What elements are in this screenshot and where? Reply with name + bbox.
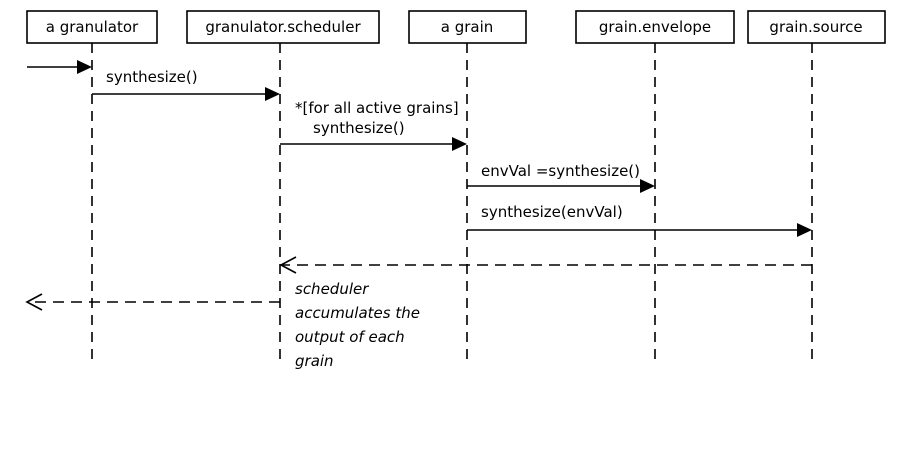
- solid-arrowhead-icon: [77, 60, 92, 74]
- lifeline-envelope-label: grain.envelope: [599, 18, 711, 36]
- message-envelope-synthesize: envVal =synthesize(): [467, 162, 655, 193]
- lifeline-granulator-label: a granulator: [46, 18, 139, 36]
- lifeline-granulator: a granulator: [26, 10, 158, 362]
- solid-arrowhead-icon: [452, 137, 467, 151]
- note-line-1: scheduler: [295, 280, 369, 298]
- open-arrowhead-icon: [25, 293, 43, 311]
- return-to-caller: [25, 293, 280, 311]
- return-to-scheduler: [279, 256, 812, 274]
- message-source-synthesize-label: synthesize(envVal): [481, 203, 623, 221]
- note-line-3: output of each: [295, 328, 405, 346]
- lifeline-granulator-box: [26, 10, 158, 44]
- lifeline-source: grain.source: [747, 10, 886, 362]
- lifeline-grain: a grain: [408, 10, 527, 362]
- lifeline-scheduler-label: granulator.scheduler: [205, 18, 361, 36]
- lifeline-grain-label: a grain: [441, 18, 494, 36]
- message-synthesize-to-scheduler: synthesize(): [92, 68, 280, 101]
- lifeline-scheduler-box: [186, 10, 380, 44]
- lifeline-grain-box: [408, 10, 527, 44]
- message-envelope-synthesize-label: envVal =synthesize(): [481, 162, 640, 180]
- message-entry: [27, 60, 92, 74]
- solid-arrowhead-icon: [797, 223, 812, 237]
- note-line-4: grain: [295, 352, 334, 370]
- message-source-synthesize: synthesize(envVal): [467, 203, 812, 237]
- message-guard-label: *[for all active grains]: [295, 99, 459, 117]
- scheduler-note: scheduler accumulates the output of each…: [295, 280, 420, 370]
- solid-arrowhead-icon: [640, 179, 655, 193]
- solid-arrowhead-icon: [265, 87, 280, 101]
- lifeline-envelope: grain.envelope: [575, 10, 735, 362]
- lifeline-scheduler: granulator.scheduler: [186, 10, 380, 362]
- message-synthesize-to-scheduler-label: synthesize(): [106, 68, 198, 86]
- note-line-2: accumulates the: [295, 304, 420, 322]
- message-synthesize-to-grain-label: synthesize(): [313, 119, 405, 137]
- lifeline-envelope-box: [575, 10, 735, 44]
- message-synthesize-to-grain: *[for all active grains] synthesize(): [280, 99, 467, 151]
- open-arrowhead-icon: [279, 256, 297, 274]
- lifeline-source-box: [747, 10, 886, 44]
- lifeline-source-label: grain.source: [769, 18, 862, 36]
